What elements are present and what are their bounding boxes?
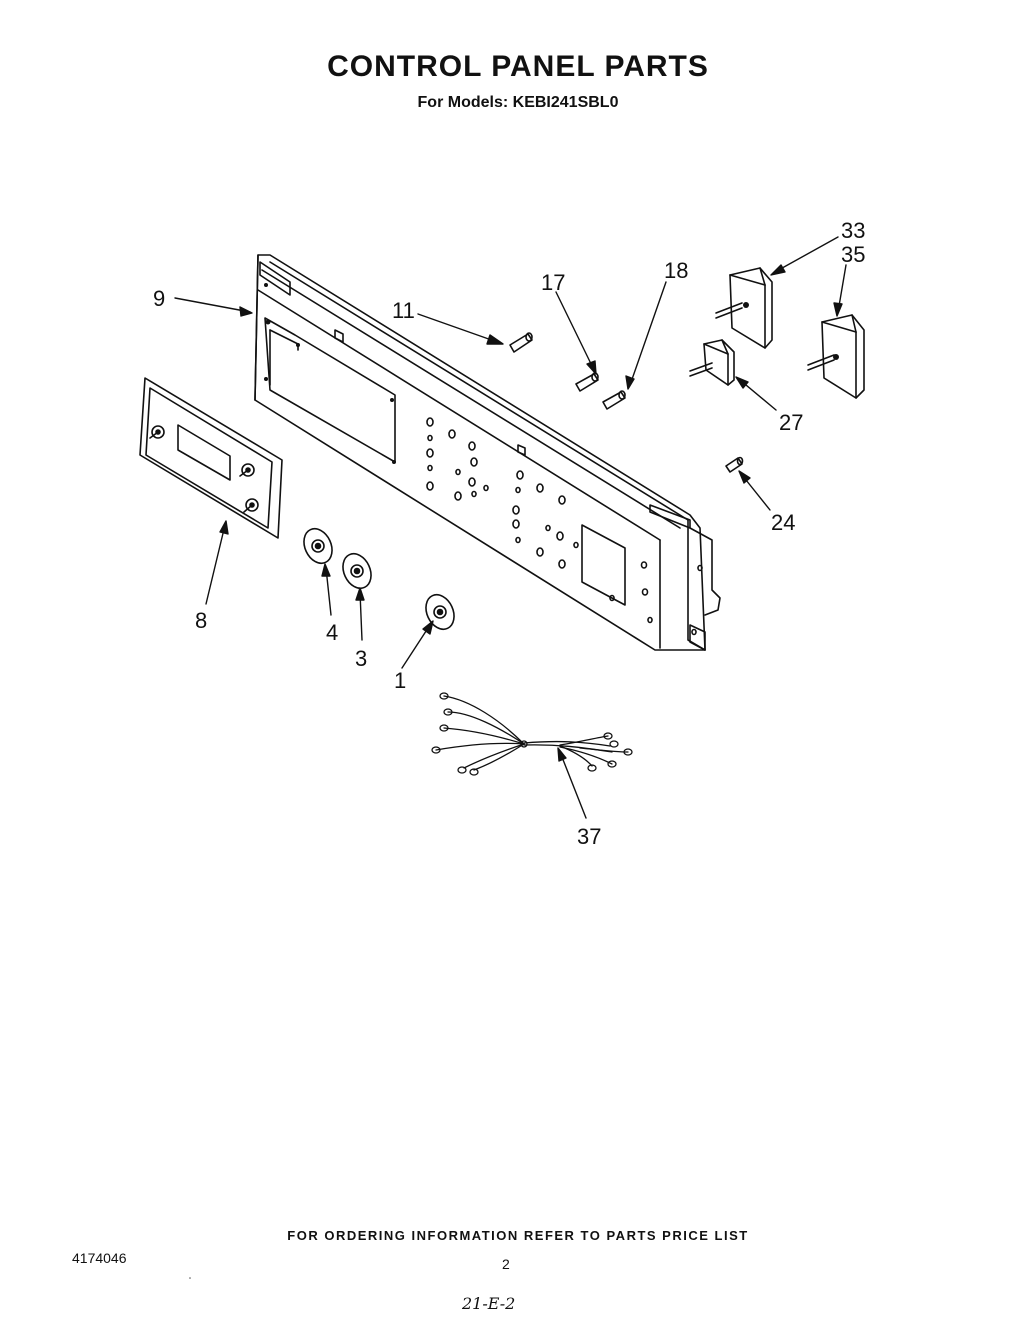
switch-part-35	[807, 314, 865, 399]
knob-washer-3	[342, 552, 372, 590]
callout-27: 27	[779, 410, 803, 435]
page-title: CONTROL PANEL PARTS	[327, 50, 709, 83]
knob-washer-4	[303, 527, 333, 565]
spacer-part-17	[575, 372, 599, 392]
callout-35: 35	[841, 242, 865, 267]
callout-1: 1	[394, 668, 406, 693]
switch-part-27	[689, 339, 735, 386]
callout-8: 8	[195, 608, 207, 633]
callout-37: 37	[577, 824, 601, 849]
model-subtitle: For Models: KEBI241SBL0	[417, 94, 619, 111]
callout-33: 33	[841, 218, 865, 243]
document-number: 4174046	[72, 1250, 127, 1266]
ordering-note: FOR ORDERING INFORMATION REFER TO PARTS …	[287, 1228, 749, 1243]
callout-leaders	[174, 236, 847, 819]
wire-harness-37	[431, 692, 633, 776]
callout-11: 11	[392, 298, 415, 323]
callout-labels: 9 11 17 18 33 35 27 24 8 4 3 1 37	[153, 218, 865, 849]
spacer-part-11	[509, 332, 533, 353]
callout-24: 24	[771, 510, 795, 535]
spacer-part-18	[602, 390, 626, 410]
panel-mounting-holes	[264, 283, 396, 464]
knob-washer-1	[425, 593, 455, 631]
callout-3: 3	[355, 646, 367, 671]
callout-18: 18	[664, 258, 688, 283]
control-panel-body	[254, 254, 721, 651]
switch-part-33	[715, 267, 773, 349]
scan-speck	[189, 1277, 191, 1279]
callout-17: 17	[541, 270, 565, 295]
page-number: 2	[502, 1256, 510, 1272]
control-faceplate	[139, 377, 283, 539]
panel-control-holes	[426, 417, 703, 636]
callout-4: 4	[326, 620, 338, 645]
callout-9: 9	[153, 286, 165, 311]
pin-part-24	[725, 456, 744, 473]
handwritten-note: 21-E-2	[462, 1294, 516, 1313]
